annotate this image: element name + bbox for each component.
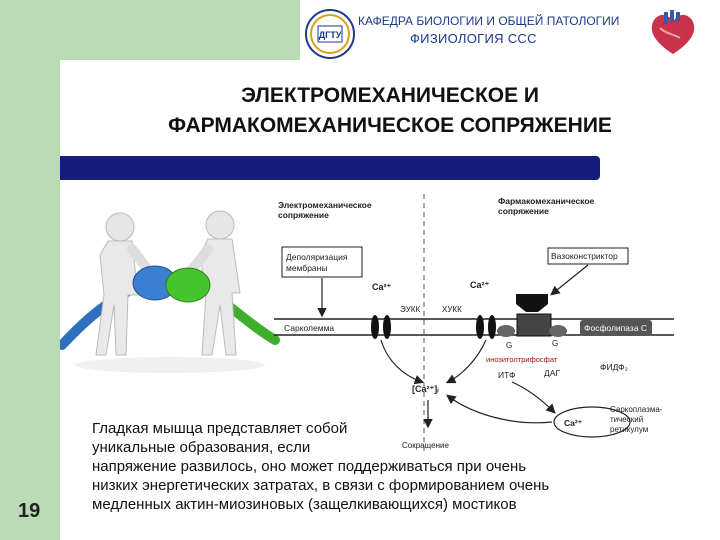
slide-title-line-1: ЭЛЕКТРОМЕХАНИЧЕСКОЕ И <box>240 84 540 107</box>
contraction-label: Сокращение <box>402 441 449 450</box>
depolarization-box <box>281 246 363 278</box>
slide-number: 19 <box>18 500 41 522</box>
left-green-bar <box>0 0 60 540</box>
electro-label-1: Электромеханическое <box>278 200 372 210</box>
g-label-2: G <box>552 339 558 348</box>
g-protein-2 <box>549 325 567 337</box>
paragraph-line-5: медленных актин-миозиновых (защелкивающи… <box>92 496 517 513</box>
logo-text: ДГТУ <box>319 30 342 40</box>
pharma-label-1: Фармакомеханическое <box>498 196 595 206</box>
phospholipase-text: Фосфолипаза C <box>584 323 647 333</box>
paragraph-line-2: уникальные образования, если <box>92 439 311 456</box>
receptor-body <box>516 313 552 337</box>
sr-shape <box>553 406 631 438</box>
channel-eukk-right <box>383 315 391 339</box>
xukk-label: ХУКК <box>442 305 462 314</box>
vasoconstrictor-text: Вазоконстриктор <box>551 251 618 261</box>
paragraph-line-4: низких энергетических затратах, в связи … <box>92 477 550 494</box>
slide-card <box>60 60 720 540</box>
fidf-label: ФИДФ₂ <box>600 362 628 372</box>
phospholipase-box <box>580 320 652 336</box>
g-protein-1 <box>497 325 515 337</box>
arrow-ca-left <box>380 339 425 385</box>
ca-left-label: Ca²⁺ <box>372 282 392 292</box>
depol-text-1: Деполяризация <box>286 252 348 262</box>
department-name: КАФЕДРА БИОЛОГИИ И ОБЩЕЙ ПАТОЛОГИИ <box>358 14 620 28</box>
paragraph-line-3: напряжение развилось, оно может поддержи… <box>92 458 527 475</box>
ca-sr-label: Ca²⁺ <box>564 418 583 428</box>
arrow-vaso <box>550 264 589 296</box>
title-underline-bar <box>60 156 600 180</box>
subject-name: ФИЗИОЛОГИЯ ССС <box>410 31 537 46</box>
arrow-itf <box>511 381 556 414</box>
channel-xukk-left <box>476 315 484 339</box>
ip3-label: инозитолтрифосфат <box>486 355 558 364</box>
sarcolemma-label-bg <box>282 321 342 333</box>
dag-label: ДАГ <box>544 368 560 378</box>
vasoconstrictor-box <box>547 247 629 265</box>
sarcolemma-label: Сарколемма <box>284 323 334 333</box>
coupling-diagram: Электромеханическое сопряжение Фармакоме… <box>274 194 674 452</box>
top-green-bar <box>0 0 300 60</box>
slide-title-line-2: ФАРМАКОМЕХАНИЧЕСКОЕ СОПРЯЖЕНИЕ <box>168 114 612 137</box>
arrow-ca-right <box>445 339 487 384</box>
eukk-label: ЭУКК <box>400 305 420 314</box>
itf-label: ИТФ <box>498 370 515 380</box>
people-with-cable-illustration <box>60 210 280 373</box>
sr-label-1: Саркоплазма- <box>610 405 663 414</box>
arrow-sr-release <box>446 394 553 424</box>
paragraph-line-1: Гладкая мышца представляет собой <box>92 420 348 437</box>
channel-eukk-left <box>371 315 379 339</box>
pharma-label-2: сопряжение <box>498 206 549 216</box>
depol-text-2: мембраны <box>286 263 327 273</box>
g-label-1: G <box>506 341 512 350</box>
body-paragraph: Гладкая мышца представляет собой уникаль… <box>92 419 662 514</box>
receptor-shape <box>516 294 548 312</box>
ca-right-label: Ca²⁺ <box>470 280 490 290</box>
sr-label-2: тический <box>610 415 643 424</box>
channel-xukk-right <box>488 315 496 339</box>
electro-label-2: сопряжение <box>278 210 329 220</box>
sr-label-3: ретикулум <box>610 425 648 434</box>
ca-intracellular-label: [Ca²⁺]ᵢ <box>412 384 439 394</box>
heart-icon <box>651 10 695 54</box>
university-logo: ДГТУ <box>305 9 355 59</box>
